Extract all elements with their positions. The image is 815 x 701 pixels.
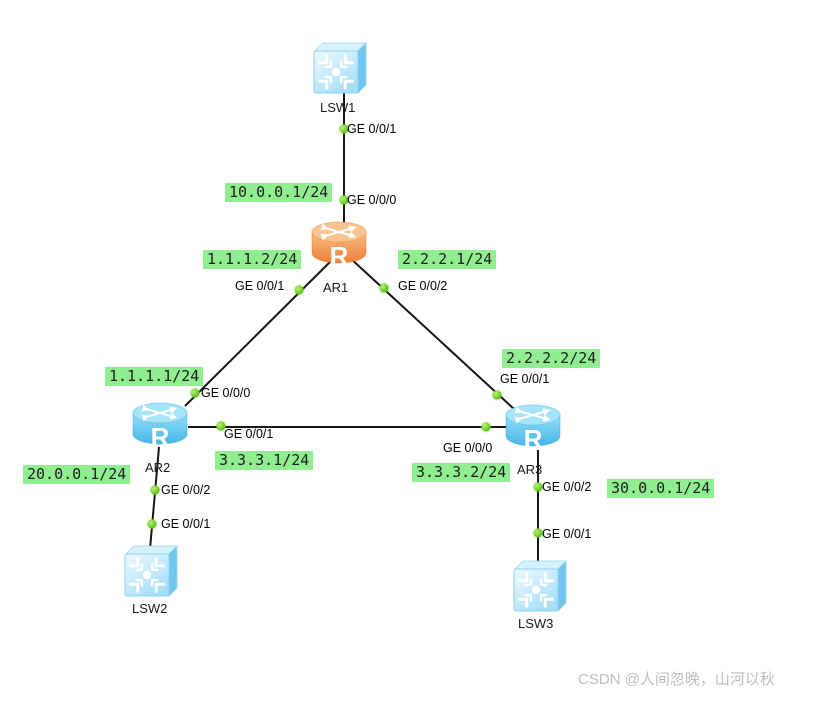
port-label-ar1-ge001: GE 0/0/1 [235, 279, 285, 293]
port-label-ar3-ge002: GE 0/0/2 [542, 480, 592, 494]
device-label-lsw1: LSW1 [320, 100, 356, 115]
device-label-lsw3: LSW3 [518, 616, 554, 631]
port-label-lsw3-ge001: GE 0/0/1 [542, 527, 592, 541]
port-label-lsw1-ge001: GE 0/0/1 [347, 122, 397, 136]
svg-text:R: R [151, 422, 170, 452]
ip-label-ar3-ge000: 3.3.3.2/24 [412, 463, 511, 482]
port-dot-lsw2-ge001 [147, 519, 157, 529]
port-dot-ar3-ge000 [481, 422, 491, 432]
device-label-ar2: AR2 [145, 460, 171, 475]
port-dot-ar1-ge002 [379, 283, 389, 293]
device-label-lsw2: LSW2 [132, 601, 168, 616]
port-dot-lsw3-ge001 [533, 528, 543, 538]
port-label-ar1-ge000: GE 0/0/0 [347, 193, 397, 207]
device-lsw2-switch-icon[interactable] [122, 542, 182, 600]
ip-label-ar2-ge002: 20.0.0.1/24 [23, 465, 131, 484]
device-ar1-router-icon[interactable]: R [308, 215, 370, 273]
ip-label-ar1-ge002: 2.2.2.1/24 [398, 250, 497, 269]
device-label-ar1: AR1 [323, 280, 349, 295]
port-label-lsw2-ge001: GE 0/0/1 [161, 517, 211, 531]
ip-label-ar2-ge000: 1.1.1.1/24 [105, 367, 204, 386]
svg-text:R: R [524, 424, 543, 454]
port-label-ar3-ge000: GE 0/0/0 [443, 441, 493, 455]
ip-label-ar3-ge002: 30.0.0.1/24 [607, 479, 715, 498]
ip-label-ar2-ge001: 3.3.3.1/24 [215, 451, 314, 470]
port-dot-lsw1-ge001 [339, 124, 349, 134]
svg-text:R: R [330, 241, 349, 271]
port-label-ar1-ge002: GE 0/0/2 [398, 279, 448, 293]
port-dot-ar2-ge001 [216, 421, 226, 431]
device-ar2-router-icon[interactable]: R [129, 396, 191, 454]
port-label-ar2-ge001: GE 0/0/1 [224, 427, 274, 441]
ip-label-ar1-ge001: 1.1.1.2/24 [203, 250, 302, 269]
port-label-ar3-ge001: GE 0/0/1 [500, 372, 550, 386]
port-label-ar2-ge002: GE 0/0/2 [161, 483, 211, 497]
device-ar3-router-icon[interactable]: R [502, 398, 564, 456]
device-lsw3-switch-icon[interactable] [511, 557, 571, 615]
device-label-ar3: AR3 [517, 462, 543, 477]
link-ar1-ar2 [184, 258, 334, 407]
ip-label-ar3-ge001: 2.2.2.2/24 [502, 349, 601, 368]
port-label-ar2-ge000: GE 0/0/0 [201, 386, 251, 400]
port-dot-ar3-ge001 [492, 390, 502, 400]
device-lsw1-switch-icon[interactable] [311, 39, 371, 97]
port-dot-ar2-ge000 [190, 388, 200, 398]
link-ar2-lsw2 [149, 446, 160, 550]
port-dot-ar1-ge000 [339, 195, 349, 205]
port-dot-ar3-ge002 [533, 482, 543, 492]
port-dot-ar2-ge002 [150, 485, 160, 495]
ip-label-ar1-ge000: 10.0.0.1/24 [225, 183, 333, 202]
csdn-watermark: CSDN @人间忽晚，山河以秋 [578, 671, 775, 688]
link-ar1-ar3 [348, 256, 515, 410]
port-dot-ar1-ge001 [294, 285, 304, 295]
